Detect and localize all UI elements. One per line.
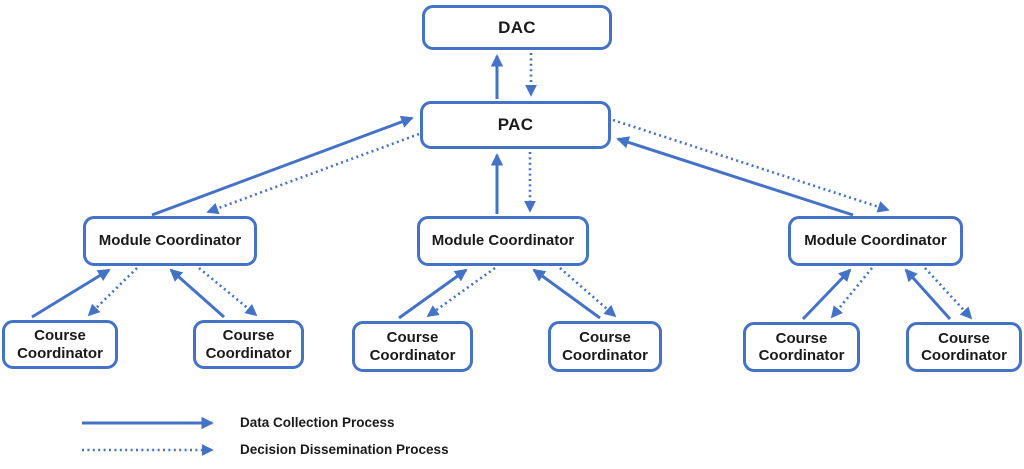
legend-item-decision-dissemination: Decision Dissemination Process <box>80 436 449 463</box>
arrow-dotted-pac-to-module3 <box>612 118 890 213</box>
node-dac: DAC <box>422 5 612 50</box>
arrow-solid-course1-to-module1 <box>31 268 111 319</box>
node-course-coordinator-4: Course Coordinator <box>548 321 662 372</box>
node-dac-label: DAC <box>498 17 536 37</box>
legend-label-decision-dissemination: Decision Dissemination Process <box>240 442 449 457</box>
arrow-dotted-module2-to-course3 <box>426 266 496 318</box>
node-module-coordinator-1-label: Module Coordinator <box>98 232 242 250</box>
node-course-coordinator-5-label: Course Coordinator <box>758 329 845 364</box>
node-course-coordinator-3: Course Coordinator <box>352 321 473 372</box>
node-module-coordinator-1: Module Coordinator <box>83 216 257 266</box>
node-module-coordinator-2-label: Module Coordinator <box>431 232 575 250</box>
arrow-solid-module3-to-pac <box>616 136 854 217</box>
node-module-coordinator-3-label: Module Coordinator <box>804 232 947 250</box>
dotted-arrow-icon <box>82 443 214 456</box>
node-course-coordinator-1-label: Course Coordinator <box>17 327 103 362</box>
arrow-solid-course3-to-module2 <box>398 268 468 320</box>
arrow-dotted-module1-to-course1 <box>87 267 138 317</box>
node-course-coordinator-2-label: Course Coordinator <box>205 327 292 362</box>
arrow-solid-module1-to-pac <box>151 115 414 217</box>
arrow-dotted-module3-to-course5 <box>830 267 874 319</box>
legend: Data Collection Process Decision Dissemi… <box>80 409 449 463</box>
arrow-solid-course2-to-module1 <box>169 268 225 319</box>
arrow-dotted-module3-to-course6 <box>924 267 973 320</box>
node-module-coordinator-2: Module Coordinator <box>417 216 589 266</box>
node-course-coordinator-3-label: Course Coordinator <box>369 329 456 364</box>
node-pac-label: PAC <box>497 115 534 135</box>
arrow-dotted-module1-to-course2 <box>198 266 258 317</box>
node-course-coordinator-1: Course Coordinator <box>2 320 118 369</box>
arrow-solid-course4-to-module2 <box>532 268 601 320</box>
node-course-coordinator-4-label: Course Coordinator <box>562 329 648 364</box>
node-course-coordinator-2: Course Coordinator <box>193 320 304 369</box>
arrow-solid-course6-to-module3 <box>904 268 952 321</box>
solid-arrow-icon <box>82 416 214 429</box>
node-pac: PAC <box>420 101 611 149</box>
arrow-solid-course5-to-module3 <box>801 268 852 321</box>
node-course-coordinator-6-label: Course Coordinator <box>921 329 1007 364</box>
arrow-dotted-pac-to-module1 <box>206 132 420 215</box>
legend-item-data-collection: Data Collection Process <box>80 409 449 436</box>
legend-label-data-collection: Data Collection Process <box>240 415 395 430</box>
node-course-coordinator-6: Course Coordinator <box>906 322 1022 372</box>
node-course-coordinator-5: Course Coordinator <box>743 322 860 372</box>
node-module-coordinator-3: Module Coordinator <box>788 216 963 266</box>
arrow-dotted-module2-to-course4 <box>559 267 617 318</box>
